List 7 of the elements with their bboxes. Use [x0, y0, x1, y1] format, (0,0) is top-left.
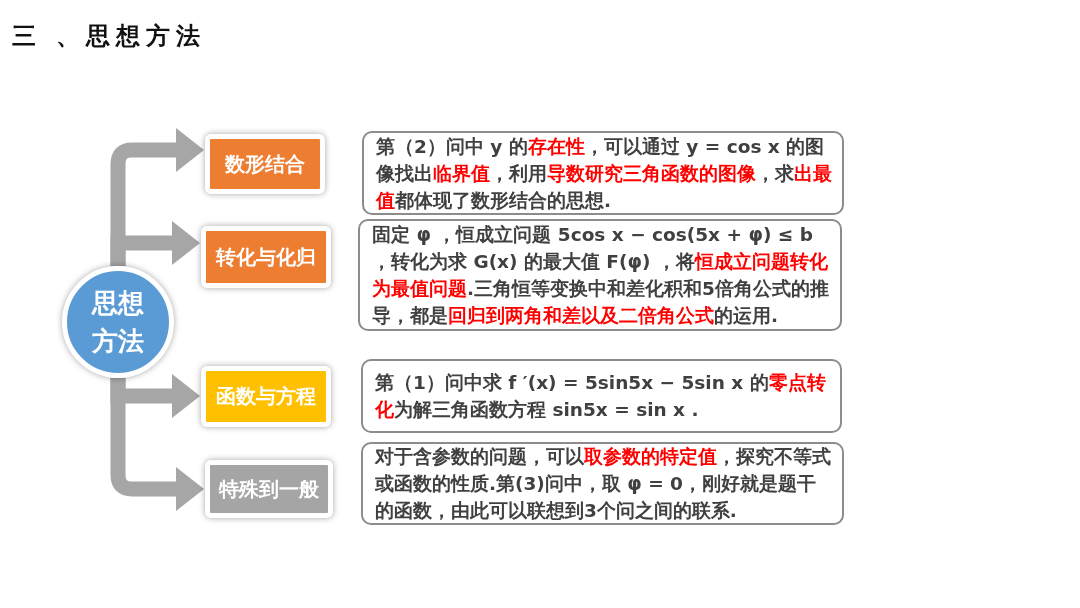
description-box: 第（2）问中 y 的存在性，可以通过 y = cos x 的图像找出临界值，利用导数研究三角函数的图像，求出最值都体现了数形结合的思想.: [362, 131, 844, 215]
arrow: [110, 221, 200, 266]
arrow: [110, 378, 204, 511]
description-box: 第（1）问中求 f ′(x) = 5sin5x − 5sin x 的零点转化为解三角函数方程 sin5x = sin x .: [361, 359, 842, 433]
description-box: 对于含参数的问题，可以取参数的特定值，探究不等式或函数的性质.第(3)问中，取 φ = 0，刚好就是题干的函数，由此可以联想到3个问之间的联系.: [361, 442, 844, 525]
slide-title: 三 、思想方法: [12, 21, 207, 52]
description-box: 固定 φ ，恒成立问题 5cos x − cos(5x + φ) ≤ b ，转化为求 G(x) 的最大值 F(φ) ，将恒成立问题转化为最值问题.三角恒等变换中和差化积和5倍角公式的推导，都是回归到两角和差以及二倍角公式的运用.: [358, 219, 842, 331]
